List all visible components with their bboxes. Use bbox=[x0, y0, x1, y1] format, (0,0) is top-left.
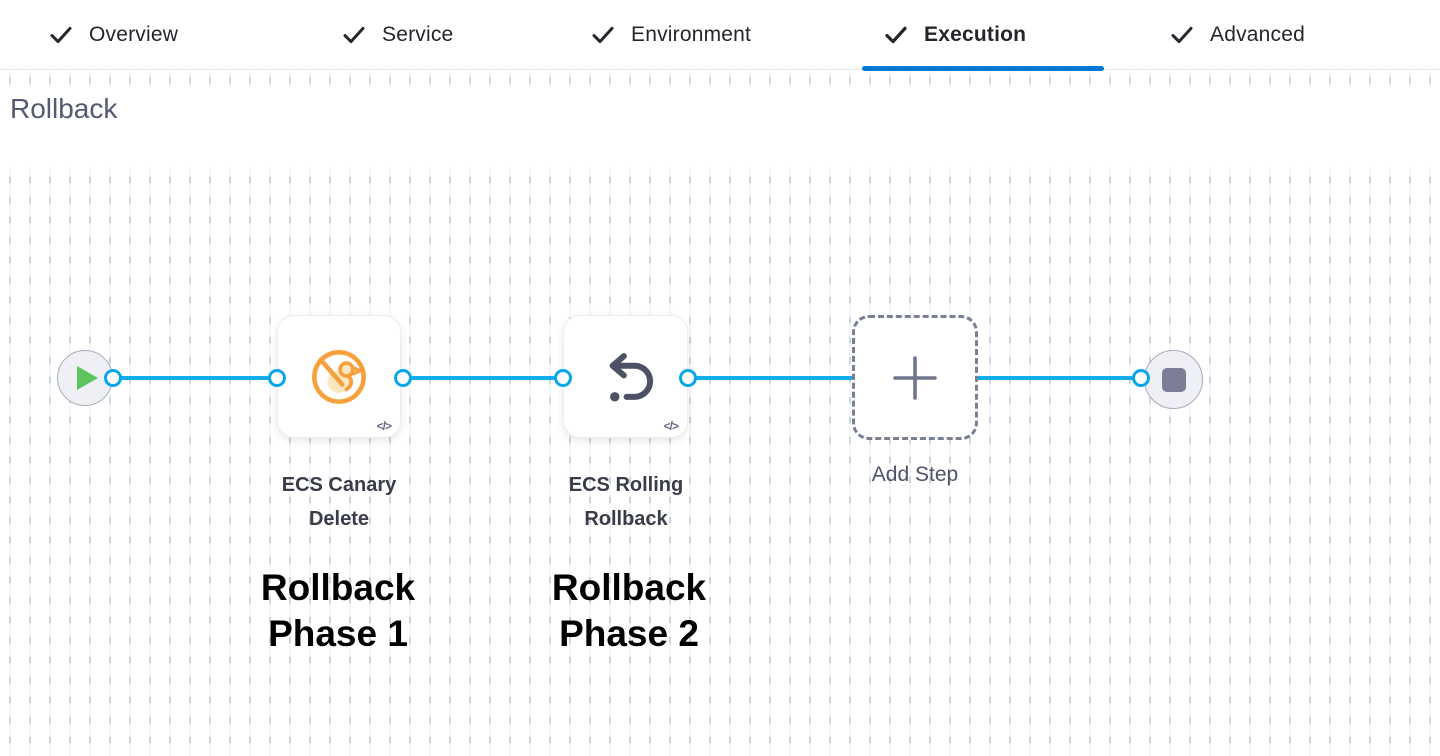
step-card-ecs-rolling-rollback[interactable]: </> bbox=[563, 315, 688, 438]
pipeline-start-node bbox=[57, 350, 113, 406]
ecs-rolling-rollback-icon bbox=[609, 352, 653, 402]
play-icon bbox=[77, 366, 98, 390]
tab-overview[interactable]: Overview bbox=[49, 0, 178, 69]
stop-icon bbox=[1161, 367, 1186, 392]
add-step-button[interactable] bbox=[852, 315, 978, 440]
check-icon bbox=[592, 26, 614, 43]
tab-label: Execution bbox=[924, 22, 1027, 46]
tab-label: Overview bbox=[89, 22, 179, 46]
execution-graph-canvas[interactable]: Rollback </> bbox=[0, 70, 1440, 756]
edge-step1-to-step2 bbox=[403, 376, 563, 380]
step-name-label: ECS Rolling Rollback bbox=[568, 474, 684, 530]
connector-point[interactable] bbox=[268, 369, 286, 387]
stage-config-tabbar: Overview Service Environment Execution A… bbox=[0, 0, 1440, 71]
tab-label: Advanced bbox=[1210, 22, 1306, 46]
edge-addstep-to-end bbox=[978, 376, 1141, 380]
connector-point[interactable] bbox=[554, 369, 572, 387]
add-step-label: Add Step bbox=[871, 463, 959, 486]
check-icon bbox=[885, 26, 907, 43]
tab-label: Service bbox=[382, 22, 454, 46]
section-title: Rollback bbox=[10, 93, 118, 124]
check-icon bbox=[50, 26, 72, 43]
code-icon: </> bbox=[376, 419, 392, 433]
tab-advanced[interactable]: Advanced bbox=[1170, 0, 1305, 69]
pipeline-end-node bbox=[1144, 350, 1203, 409]
ecs-canary-delete-icon bbox=[312, 349, 366, 404]
code-icon: </> bbox=[663, 419, 679, 433]
edge-step2-to-addstep bbox=[688, 376, 852, 380]
step-card-ecs-canary-delete[interactable]: </> bbox=[277, 315, 401, 438]
active-tab-underline bbox=[862, 66, 1104, 71]
connector-point[interactable] bbox=[104, 369, 122, 387]
check-icon bbox=[1171, 26, 1193, 43]
step-name-label: ECS Canary Delete bbox=[281, 474, 397, 530]
tab-label: Environment bbox=[631, 22, 752, 46]
tab-service[interactable]: Service bbox=[342, 0, 453, 69]
tab-execution[interactable]: Execution bbox=[884, 0, 1026, 69]
section-title-band bbox=[0, 88, 1440, 166]
annotation-rollback-phase-2: Rollback Phase 2 bbox=[551, 567, 707, 654]
edge-start-to-step1 bbox=[113, 376, 277, 380]
connector-point[interactable] bbox=[1132, 369, 1150, 387]
tab-environment[interactable]: Environment bbox=[591, 0, 751, 69]
plus-icon bbox=[893, 355, 937, 400]
annotation-rollback-phase-1: Rollback Phase 1 bbox=[260, 567, 416, 654]
connector-point[interactable] bbox=[679, 369, 697, 387]
check-icon bbox=[343, 26, 365, 43]
canvas-grid bbox=[0, 70, 1440, 756]
connector-point[interactable] bbox=[394, 369, 412, 387]
